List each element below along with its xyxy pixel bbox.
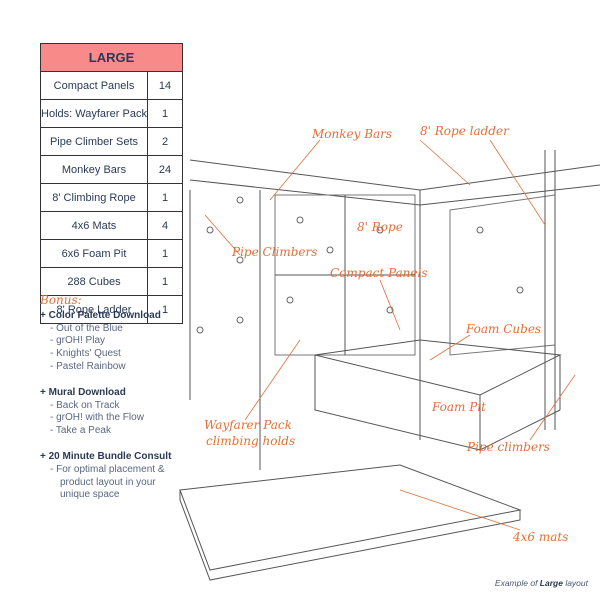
label-monkey-bars: Monkey Bars: [312, 127, 393, 141]
bonus-item: - grOH! with the Flow: [50, 412, 144, 424]
bonus-item: - Take a Peak: [50, 425, 111, 437]
label-rope-ladder: 8' Rope ladder: [420, 124, 509, 138]
item-qty: 2: [147, 127, 183, 156]
item-qty: 14: [147, 71, 183, 100]
bonus-item: - Out of the Blue: [50, 322, 123, 334]
item-qty: 1: [147, 295, 183, 324]
bonus-title: Bonus:: [40, 293, 82, 307]
label-wayfarer-pack: Wayfarer Pack: [204, 418, 292, 432]
bonus-heading: + Mural Download: [40, 386, 126, 398]
item-name: 8' Climbing Rope: [40, 183, 148, 212]
label-foam-pit: Foam Pit: [432, 400, 486, 414]
bonus-item: - Knights' Quest: [50, 348, 121, 360]
bonus-item: - Back on Track: [50, 399, 120, 411]
bonus-item: - grOH! Play: [50, 335, 106, 347]
item-name: 288 Cubes: [40, 267, 148, 296]
bonus-heading: + Color Palette Download: [40, 309, 161, 321]
bonus-item: - Pastel Rainbow: [50, 360, 126, 372]
item-qty: 1: [147, 183, 183, 212]
item-name: 4x6 Mats: [40, 211, 148, 240]
item-qty: 4: [147, 211, 183, 240]
label-compact-panels: Compact Panels: [330, 266, 428, 280]
label-foam-cubes: Foam Cubes: [466, 322, 542, 336]
item-qty: 1: [147, 239, 183, 268]
layout-caption: Example of Large layout: [494, 578, 588, 588]
item-qty: 24: [147, 155, 183, 184]
item-qty: 1: [147, 267, 183, 296]
item-name: Monkey Bars: [40, 155, 148, 184]
item-name: Pipe Climber Sets: [40, 127, 148, 156]
table-title: LARGE: [40, 43, 183, 72]
label-pipe-climbers-right: Pipe climbers: [467, 440, 550, 454]
label-mats: 4x6 mats: [513, 530, 569, 544]
bonus-item: unique space: [60, 489, 120, 501]
item-qty: 1: [147, 99, 183, 128]
item-name: 8' Rope Ladder: [40, 295, 148, 324]
label-rope: 8' Rope: [357, 220, 403, 234]
bonus-item: - For optimal placement &: [50, 463, 165, 475]
item-name: Compact Panels: [40, 71, 148, 100]
bonus-item: product layout in your: [60, 476, 156, 488]
item-name: Holds: Wayfarer Pack: [40, 99, 148, 128]
bonus-heading: + 20 Minute Bundle Consult: [40, 450, 172, 462]
bonus-list: Bonus: + Color Palette Download - Out of…: [40, 294, 171, 502]
item-name: 6x6 Foam Pit: [40, 239, 148, 268]
label-climbing-holds: climbing holds: [206, 434, 296, 448]
label-pipe-climbers-left: Pipe Climbers: [232, 245, 318, 259]
